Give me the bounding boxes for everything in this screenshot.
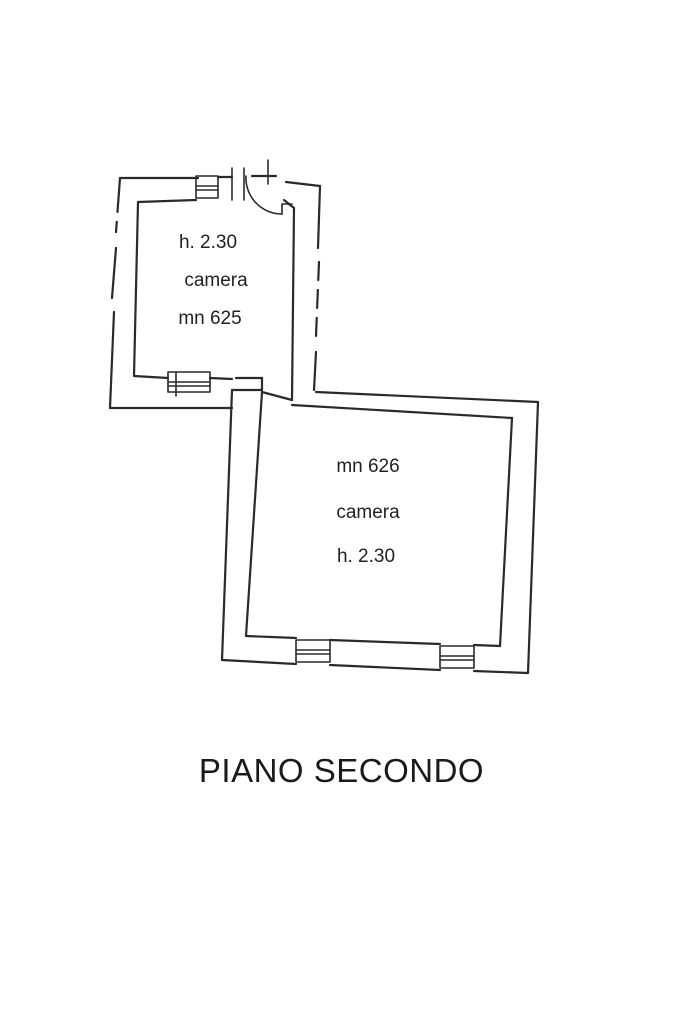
window-bottom-626-left — [295, 639, 331, 663]
room-625-labels: h. 2.30 camera mn 625 — [178, 232, 248, 329]
room-626-parcel: mn 626 — [336, 456, 399, 477]
room-625-type: camera — [184, 270, 248, 291]
room-626-labels: mn 626 camera h. 2.30 — [336, 456, 400, 567]
door-625 — [231, 159, 293, 215]
room-625-inner-wall — [132, 198, 296, 402]
room-626-inner-wall — [244, 390, 514, 648]
room-626-height: h. 2.30 — [337, 546, 395, 567]
window-bottom-626-right — [439, 645, 475, 669]
walls — [108, 159, 540, 675]
window-bottom-625 — [167, 371, 211, 397]
room-626-outer-wall — [220, 388, 540, 675]
window-top-625 — [195, 175, 219, 199]
floor-label: PIANO SECONDO — [198, 752, 485, 789]
room-625-height: h. 2.30 — [179, 232, 237, 253]
room-625-parcel: mn 625 — [178, 308, 241, 329]
room-625-outer-wall — [108, 174, 322, 410]
room-626-type: camera — [336, 502, 400, 523]
